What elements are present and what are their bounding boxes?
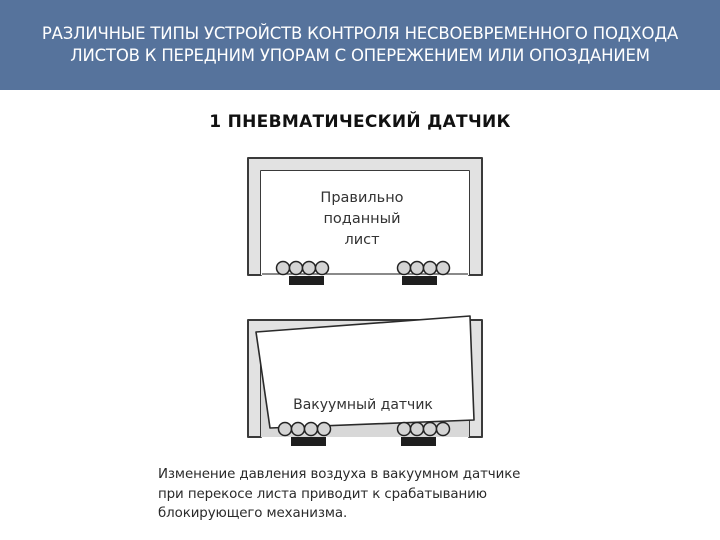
correct-sheet-label-line-2: поданный	[323, 211, 400, 227]
left-vacuum-block	[291, 437, 326, 446]
header-title-line-2: ЛИСТОВ К ПЕРЕДНИМ УПОРАМ С ОПЕРЕЖЕНИЕМ И…	[70, 46, 650, 65]
right-sensor-block	[402, 276, 437, 285]
vacuum-sensor-label: Вакуумный датчик	[293, 397, 433, 413]
left-sensor-rollers	[275, 260, 330, 276]
correct-sheet-diagram: Правильно поданный лист	[247, 157, 483, 285]
header-title-line-1: РАЗЛИЧНЫЕ ТИПЫ УСТРОЙСТВ КОНТРОЛЯ НЕСВОЕ…	[41, 24, 679, 43]
skewed-sheet	[255, 315, 475, 429]
caption-line-2: при перекосе листа приводит к срабатыван…	[158, 486, 487, 502]
right-vacuum-block	[401, 437, 436, 446]
caption-line-3: блокирующего механизма.	[158, 506, 348, 521]
left-vacuum-rollers	[277, 421, 332, 437]
left-sensor-block	[289, 276, 324, 285]
correct-sheet-label-line-1: Правильно	[320, 190, 403, 206]
correct-sheet	[261, 171, 469, 275]
skewed-sheet-diagram: Вакуумный датчик	[247, 315, 483, 446]
caption: Изменение давления воздуха в вакуумном д…	[158, 465, 558, 524]
caption-line-1: Изменение давления воздуха в вакуумном д…	[158, 467, 521, 482]
right-sensor-rollers	[396, 260, 451, 276]
section-title: 1 ПНЕВМАТИЧЕСКИЙ ДАТЧИК	[209, 112, 511, 132]
correct-sheet-label-line-3: лист	[344, 232, 380, 248]
right-vacuum-rollers	[396, 421, 451, 437]
header-banner: РАЗЛИЧНЫЕ ТИПЫ УСТРОЙСТВ КОНТРОЛЯ НЕСВОЕ…	[0, 0, 720, 90]
